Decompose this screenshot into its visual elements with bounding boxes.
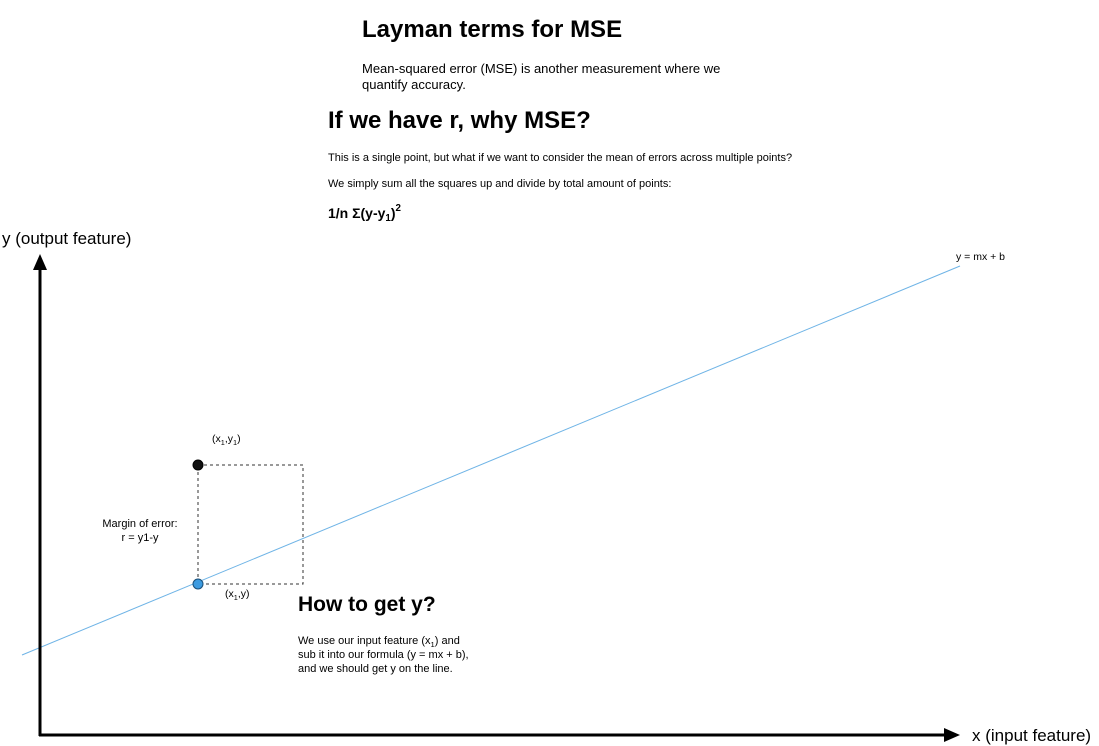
actual-point bbox=[192, 459, 204, 471]
x-axis-label: x (input feature) bbox=[972, 726, 1092, 745]
x-axis-arrowhead bbox=[944, 728, 960, 742]
actual-point-label-x: (x bbox=[212, 433, 221, 445]
how-to-get-y-body: We use our input feature (x1) and sub it… bbox=[298, 634, 469, 676]
actual-point-label-sub-x: 1 bbox=[220, 438, 225, 447]
margin-of-error-title: Margin of error: bbox=[102, 518, 178, 530]
how-to-get-y-line1: We use our input feature (x1) and bbox=[298, 634, 469, 648]
mse-formula-main: 1/n Σ(y-y bbox=[328, 205, 386, 221]
regression-line bbox=[21, 265, 961, 656]
predicted-point bbox=[192, 578, 204, 590]
actual-point-label-close: ) bbox=[237, 433, 241, 445]
layman-title: Layman terms for MSE bbox=[362, 16, 623, 43]
how-line1-post: ) and bbox=[434, 635, 460, 647]
y-axis-arrowhead bbox=[33, 254, 47, 270]
regression-line-label: y = mx + b bbox=[956, 251, 1006, 263]
how-to-get-y-line3: and we should get y on the line. bbox=[298, 663, 453, 675]
actual-point-label-sub-y: 1 bbox=[233, 438, 238, 447]
actual-point-label-y: ,y bbox=[224, 433, 234, 445]
layman-body: Mean-squared error (MSE) is another meas… bbox=[362, 61, 721, 92]
margin-of-error-note: Margin of error: r = y1-y bbox=[86, 517, 194, 545]
y-axis-label: y (output feature) bbox=[2, 229, 132, 248]
error-guide-box bbox=[197, 464, 304, 585]
why-mse-line2: We simply sum all the squares up and div… bbox=[328, 178, 672, 190]
predicted-point-label: (x1,y) bbox=[225, 588, 250, 602]
mse-formula-subscript: 1 bbox=[385, 213, 391, 224]
why-mse-line1: This is a single point, but what if we w… bbox=[328, 152, 793, 164]
how-line1-pre: We use our input feature (x bbox=[298, 635, 431, 647]
how-line1-sub: 1 bbox=[430, 640, 435, 649]
why-mse-title: If we have r, why MSE? bbox=[328, 107, 591, 134]
predicted-point-label-x: (x bbox=[225, 588, 234, 600]
how-to-get-y-title: How to get y? bbox=[298, 593, 436, 616]
mse-formula-exponent: 2 bbox=[395, 203, 401, 214]
how-to-get-y-line2: sub it into our formula (y = mx + b), bbox=[298, 649, 469, 661]
mse-formula-close: ) bbox=[390, 205, 396, 221]
mse-formula: 1/n Σ(y-y1)2 bbox=[328, 203, 401, 224]
margin-of-error-formula: r = y1-y bbox=[121, 532, 159, 544]
actual-point-label: (x1,y1) bbox=[212, 433, 241, 447]
predicted-point-label-sub: 1 bbox=[233, 593, 238, 602]
predicted-point-label-close: ,y) bbox=[237, 588, 250, 600]
